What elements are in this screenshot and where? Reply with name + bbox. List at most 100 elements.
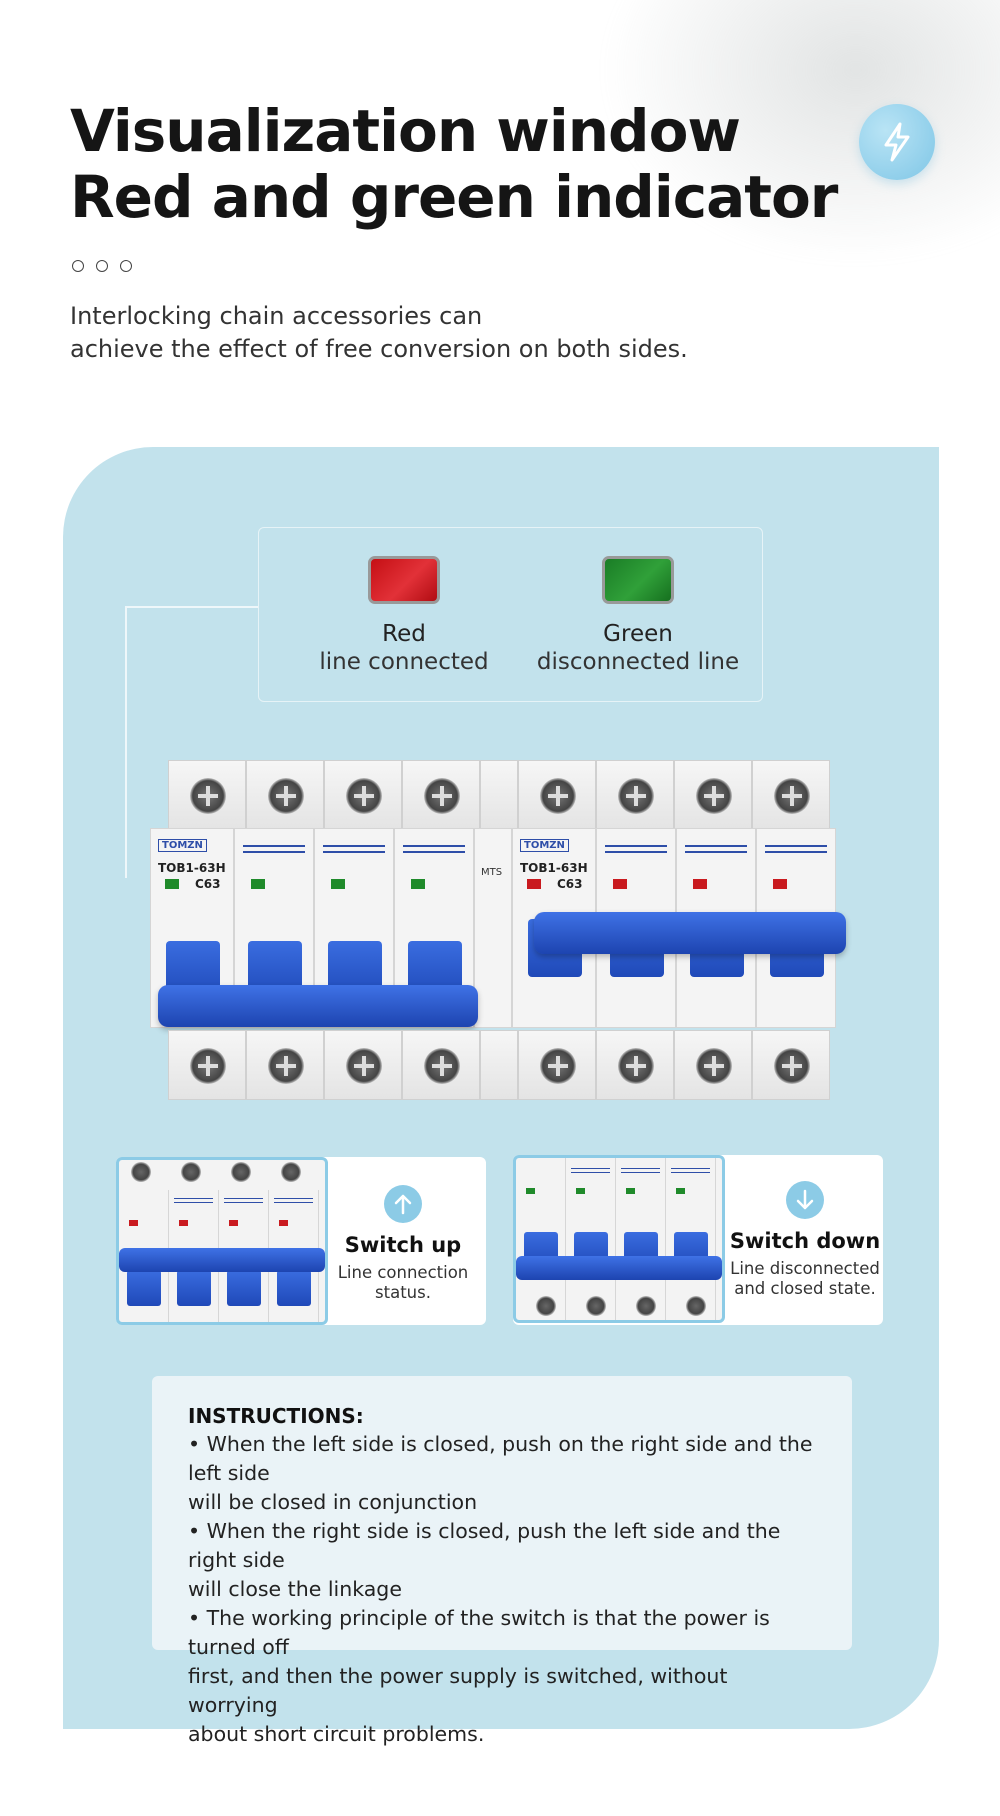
rating-label: C63 [195, 877, 221, 891]
legend-label: Red [382, 621, 426, 647]
module-stripe [685, 845, 747, 853]
module-stripe [224, 1198, 263, 1203]
mini-module [219, 1190, 269, 1322]
legend-item-red: Red line connected [289, 556, 519, 676]
green-indicator [251, 879, 265, 889]
screw-icon [131, 1162, 151, 1182]
red-indicator [279, 1220, 288, 1226]
subtitle-line-2: achieve the effect of free conversion on… [70, 335, 688, 363]
interlock-bar [516, 1256, 722, 1280]
terminal [752, 1030, 830, 1100]
screw-icon [774, 778, 810, 814]
screw-icon [268, 1048, 304, 1084]
module-stripe [243, 845, 305, 853]
top-terminals [168, 760, 832, 830]
brand-logo: TOMZN [158, 839, 207, 852]
state-title: Switch down [729, 1229, 881, 1253]
dot-icon [72, 260, 84, 272]
red-indicator [773, 879, 787, 889]
legend-label: Green [603, 621, 673, 647]
green-indicator [165, 879, 179, 889]
terminal-gap [480, 1030, 518, 1100]
screw-icon [536, 1296, 556, 1316]
module-stripe [671, 1168, 710, 1173]
screw-icon [696, 1048, 732, 1084]
model-label: TOB1-63H [520, 861, 588, 875]
legend-desc: line connected [319, 649, 489, 675]
subtitle: Interlocking chain accessories can achie… [70, 300, 770, 366]
green-indicator [526, 1188, 535, 1194]
red-indicator [179, 1220, 188, 1226]
module-stripe [571, 1168, 610, 1173]
screw-icon [424, 778, 460, 814]
terminal [752, 760, 830, 830]
green-indicator [576, 1188, 585, 1194]
dot-icon [96, 260, 108, 272]
green-indicator [411, 879, 425, 889]
breaker-handle [177, 1270, 211, 1306]
terminal [168, 760, 246, 830]
module-stripe [274, 1198, 313, 1203]
state-desc: Line connection status. [337, 1263, 469, 1302]
mini-module [516, 1158, 566, 1320]
screw-icon [231, 1162, 251, 1182]
module-stripe [174, 1198, 213, 1203]
module-stripe [323, 845, 385, 853]
title-line-2: Red and green indicator [70, 163, 838, 231]
screw-icon [540, 778, 576, 814]
instructions-box: INSTRUCTIONS: • When the left side is cl… [152, 1376, 852, 1746]
brand-logo: TOMZN [520, 839, 569, 852]
screw-icon [618, 778, 654, 814]
terminal [518, 1030, 596, 1100]
red-indicator [129, 1220, 138, 1226]
instruction-line: will close the linkage [188, 1577, 402, 1601]
page-title: Visualization window Red and green indic… [70, 98, 838, 231]
dot-icon [120, 260, 132, 272]
model-label: TOB1-63H [158, 861, 226, 875]
legend-desc: disconnected line [536, 649, 740, 675]
decorative-dots [72, 260, 132, 272]
green-indicator [676, 1188, 685, 1194]
terminal [596, 1030, 674, 1100]
dual-breaker-illustration: TOMZN TOB1-63H C63 MTS TOMZN TOB1-63H [150, 760, 850, 1100]
terminal [402, 1030, 480, 1100]
screw-icon [190, 1048, 226, 1084]
red-indicator [229, 1220, 238, 1226]
mini-module [616, 1158, 666, 1320]
screw-icon [686, 1296, 706, 1316]
breaker-handle [127, 1270, 161, 1306]
rating-label: C63 [557, 877, 583, 891]
switch-up-photo [116, 1157, 328, 1325]
terminal [674, 1030, 752, 1100]
subtitle-line-1: Interlocking chain accessories can [70, 302, 483, 330]
screw-icon [424, 1048, 460, 1084]
mini-module [666, 1158, 716, 1320]
screw-icon [540, 1048, 576, 1084]
interlock-bar [119, 1248, 325, 1272]
terminal [518, 760, 596, 830]
green-indicator [331, 879, 345, 889]
screw-icon [586, 1296, 606, 1316]
state-desc: Line disconnected and closed state. [730, 1259, 880, 1298]
terminal [246, 1030, 324, 1100]
instruction-line: • When the right side is closed, push th… [188, 1519, 781, 1572]
instruction-line: about short circuit problems. [188, 1722, 485, 1746]
terminal [324, 760, 402, 830]
state-card-switch-up: Switch up Line connection status. [116, 1157, 486, 1325]
connector-line [125, 606, 127, 878]
switch-down-text: Switch down Line disconnected and closed… [725, 1181, 885, 1299]
module-stripe [765, 845, 827, 853]
green-indicator-swatch [602, 556, 674, 604]
instruction-line: • When the left side is closed, push on … [188, 1432, 813, 1485]
breaker-handle [277, 1270, 311, 1306]
screw-icon [346, 778, 382, 814]
red-indicator [613, 879, 627, 889]
instruction-line: • The working principle of the switch is… [188, 1606, 770, 1659]
module-stripe [605, 845, 667, 853]
state-title: Switch up [344, 1233, 462, 1257]
instruction-line: first, and then the power supply is swit… [188, 1664, 728, 1717]
mini-module [566, 1158, 616, 1320]
screw-icon [268, 778, 304, 814]
terminal [674, 760, 752, 830]
module-stripe [621, 1168, 660, 1173]
